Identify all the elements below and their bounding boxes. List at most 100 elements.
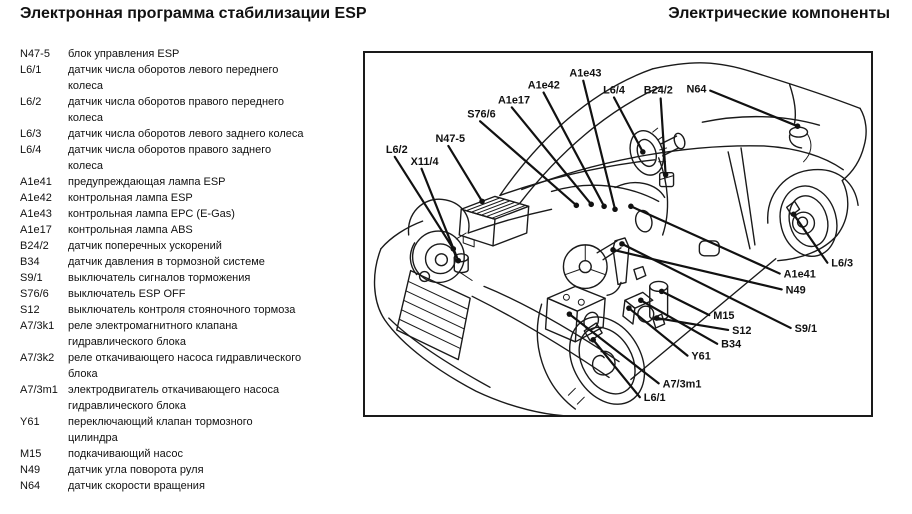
svg-text:N47-5: N47-5 bbox=[435, 133, 465, 145]
svg-text:A1e41: A1e41 bbox=[784, 269, 816, 281]
svg-text:L6/1: L6/1 bbox=[644, 392, 666, 404]
svg-text:N64: N64 bbox=[686, 84, 706, 96]
callout-b24-2: B24/2 bbox=[644, 85, 673, 178]
legend-code: S12 bbox=[20, 304, 40, 316]
legend-description: выключатель контроля стояночного тормоза bbox=[68, 304, 296, 316]
legend-description: датчик давления в тормозной системе bbox=[68, 256, 265, 268]
legend-code: L6/3 bbox=[20, 128, 42, 140]
legend-code: A1e43 bbox=[20, 208, 52, 220]
legend-description: реле откачивающего насоса гидравлическог… bbox=[68, 352, 302, 380]
page-title: Электронная программа стабилизации ESP bbox=[20, 5, 367, 22]
svg-text:B24/2: B24/2 bbox=[644, 85, 673, 97]
legend-code: A1e41 bbox=[20, 176, 52, 188]
legend-description: датчик числа оборотов левого заднего кол… bbox=[68, 128, 304, 140]
callout-m15: M15 bbox=[658, 288, 734, 322]
steering-wheel bbox=[562, 240, 622, 290]
svg-text:L6/2: L6/2 bbox=[386, 144, 408, 156]
callout-a7-3m1: A7/3m1 bbox=[566, 311, 701, 390]
callout-l6-1: L6/1 bbox=[590, 337, 666, 404]
yaw-sensor-n64 bbox=[788, 126, 812, 163]
legend-code: A7/3k2 bbox=[20, 352, 55, 364]
legend-item: A1e17 контрольная лампа ABS bbox=[20, 222, 365, 238]
relay-box bbox=[698, 240, 720, 257]
callout-l6-3: L6/3 bbox=[790, 211, 853, 270]
legend-item: A7/3k2 реле откачивающего насоса гидравли… bbox=[20, 350, 365, 382]
legend-description: контрольная лампа ESP bbox=[68, 192, 193, 204]
legend-code: L6/4 bbox=[20, 144, 42, 156]
esp-control-unit bbox=[458, 195, 530, 248]
legend-code: B24/2 bbox=[20, 240, 49, 252]
callout-a1e43: A1e43 bbox=[569, 68, 618, 213]
car-body bbox=[373, 62, 867, 415]
front-right-wheel-hub bbox=[409, 230, 473, 284]
legend-item: S12 выключатель контроля стояночного торм… bbox=[20, 302, 365, 318]
legend-item: L6/3 датчик числа оборотов левого заднего… bbox=[20, 126, 365, 142]
svg-text:A1e17: A1e17 bbox=[498, 94, 530, 106]
svg-text:S76/6: S76/6 bbox=[467, 108, 495, 120]
legend-item: A1e41 предупреждающая лампа ESP bbox=[20, 174, 365, 190]
callout-a1e42: A1e42 bbox=[528, 80, 607, 210]
svg-text:S12: S12 bbox=[732, 325, 751, 337]
legend-code: S76/6 bbox=[20, 288, 49, 300]
legend-item: S76/6 выключатель ESP OFF bbox=[20, 286, 365, 302]
legend-code: A1e17 bbox=[20, 224, 52, 236]
rear-wheel bbox=[779, 185, 838, 257]
legend-description: выключатель сигналов торможения bbox=[68, 272, 251, 284]
legend-item: N47-5 блок управления ESP bbox=[20, 46, 365, 62]
legend-code: A7/3m1 bbox=[20, 384, 58, 396]
legend-code: A7/3k1 bbox=[20, 320, 55, 332]
svg-text:A1e42: A1e42 bbox=[528, 80, 560, 92]
legend-code: B34 bbox=[20, 256, 40, 268]
front-grille bbox=[396, 269, 471, 361]
callout-n47-5: N47-5 bbox=[435, 133, 485, 205]
legend-code: M15 bbox=[20, 448, 42, 460]
callout-a1e17: A1e17 bbox=[498, 94, 594, 208]
callout-n49: N49 bbox=[610, 247, 806, 296]
svg-text:M15: M15 bbox=[713, 310, 734, 322]
legend-item: L6/4 датчик числа оборотов правого заднег… bbox=[20, 142, 365, 174]
legend-item: A1e42 контрольная лампа ESP bbox=[20, 190, 365, 206]
legend-code: Y61 bbox=[20, 416, 40, 428]
callout-s12: S12 bbox=[653, 315, 751, 337]
callout-x11-4: X11/4 bbox=[411, 156, 462, 264]
legend-description: контрольная лампа ABS bbox=[68, 224, 193, 236]
legend-code: N49 bbox=[20, 464, 41, 476]
car-illustration bbox=[373, 62, 867, 415]
svg-text:S9/1: S9/1 bbox=[795, 323, 817, 335]
hydraulic-unit bbox=[544, 285, 606, 343]
callout-a1e41: A1e41 bbox=[628, 203, 816, 281]
legend-code: A1e42 bbox=[20, 192, 52, 204]
legend-code: L6/1 bbox=[20, 64, 42, 76]
legend-item: B34 датчик давления в тормозной системе bbox=[20, 254, 365, 270]
svg-text:L6/3: L6/3 bbox=[831, 258, 853, 270]
legend-description: выключатель ESP OFF bbox=[68, 288, 186, 300]
legend-description: датчик скорости вращения bbox=[68, 480, 205, 492]
legend-item: S9/1 выключатель сигналов торможения bbox=[20, 270, 365, 286]
svg-text:B34: B34 bbox=[721, 339, 741, 351]
legend-description: предупреждающая лампа ESP bbox=[68, 176, 226, 188]
legend-code: S9/1 bbox=[20, 272, 43, 284]
callout-y61: Y61 bbox=[626, 305, 711, 363]
svg-text:A1e43: A1e43 bbox=[569, 68, 601, 80]
legend-description: блок управления ESP bbox=[68, 48, 180, 60]
svg-text:Y61: Y61 bbox=[691, 351, 710, 363]
legend-code: N47-5 bbox=[20, 48, 50, 60]
callout-l6-4: L6/4 bbox=[603, 85, 646, 155]
